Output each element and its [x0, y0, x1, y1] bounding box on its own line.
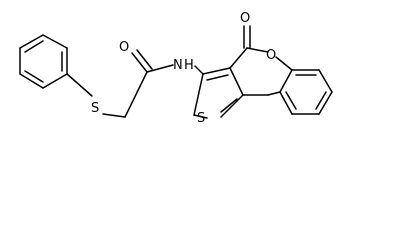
ring-oxygen-label: O	[266, 48, 276, 63]
molecule-structure: O N H S S O O	[19, 11, 333, 126]
amide-carbonyl-oxygen-label: O	[119, 40, 129, 55]
structure-canvas: O N H S S O O	[19, 11, 333, 126]
amide-group	[131, 49, 204, 75]
thiophene-ring	[193, 67, 244, 119]
thioether-linker	[66, 71, 148, 118]
pyranone-ring	[229, 25, 293, 96]
amide-nitrogen-label: N	[173, 58, 183, 73]
amide-hydrogen-label: H	[184, 58, 194, 73]
thioether-sulfur-label: S	[91, 101, 99, 116]
thiophene-sulfur-label: S	[197, 111, 205, 126]
lactone-carbonyl-oxygen-label: O	[240, 11, 250, 26]
phenyl-ring-left	[19, 34, 68, 89]
benzo-ring-right	[267, 69, 333, 115]
atom-labels: O N H S S O O	[91, 11, 276, 126]
